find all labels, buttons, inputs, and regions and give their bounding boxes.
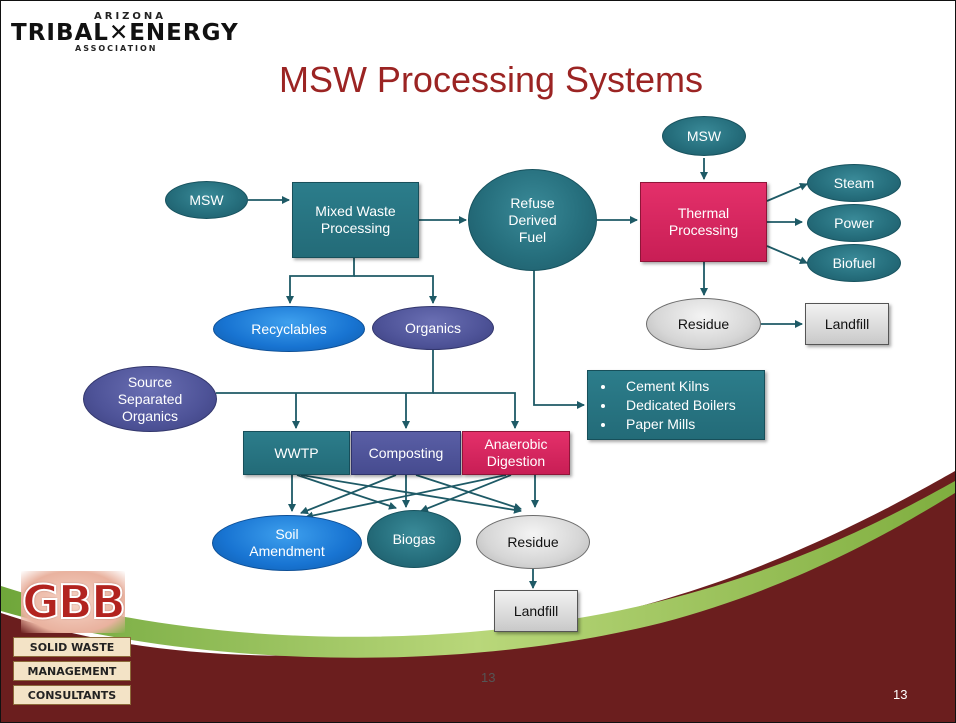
landfill-right-label: Landfill	[824, 315, 870, 332]
arrow-ad-to-soil	[305, 474, 507, 520]
composting-node: Composting	[351, 431, 461, 475]
line-organics-down	[216, 348, 434, 394]
soil-amendment-node: Soil Amendment	[212, 515, 362, 571]
arizona-tribal-energy-logo: ARIZONA TRIBAL✕ENERGY ASSOCIATION	[11, 11, 239, 53]
residue-bottom-label: Residue	[507, 533, 559, 550]
gbb-mark: GBB	[21, 571, 127, 633]
rdf-node: Refuse Derived Fuel	[468, 169, 597, 271]
rdf-uses-list: Cement Kilns Dedicated Boilers Paper Mil…	[598, 377, 736, 434]
slide-title: MSW Processing Systems	[278, 59, 704, 100]
page-number-right: 13	[893, 687, 908, 702]
msw-top-label: MSW	[686, 127, 722, 144]
rdf-use-item: Paper Mills	[616, 415, 736, 434]
landfill-bottom-node: Landfill	[494, 590, 578, 632]
arrow-mixed-to-organics	[354, 275, 437, 304]
logo-line-association: ASSOCIATION	[75, 44, 158, 53]
arrow-thermal-to-steam	[766, 183, 808, 202]
rdf-use-item: Cement Kilns	[616, 377, 736, 396]
soil-label: Soil Amendment	[249, 526, 325, 559]
landfill-bottom-label: Landfill	[513, 602, 559, 619]
rdf-label: Refuse Derived Fuel	[508, 194, 557, 245]
organics-node: Organics	[372, 306, 494, 350]
steam-node: Steam	[807, 164, 901, 202]
thermal-processing-node: Thermal Processing	[640, 182, 767, 262]
arrow-comp-to-soil	[300, 474, 397, 515]
rdf-use-item: Dedicated Boilers	[616, 396, 736, 415]
residue-right-node: Residue	[646, 298, 761, 350]
biogas-node: Biogas	[367, 510, 461, 568]
power-node: Power	[807, 204, 901, 242]
source-separated-label: Source Separated Organics	[117, 373, 183, 424]
mixed-waste-label: Mixed Waste Processing	[315, 203, 396, 236]
wwtp-node: WWTP	[243, 431, 350, 475]
organics-label: Organics	[404, 319, 462, 336]
recyclables-label: Recyclables	[251, 320, 327, 337]
logo-line-tribal-energy: TRIBAL✕ENERGY	[11, 20, 239, 46]
arrow-ad-to-biogas	[420, 474, 512, 513]
gbb-logo: GBB SOLID WASTE MANAGEMENT CONSULTANTS	[13, 569, 131, 711]
msw-top-node: MSW	[662, 116, 746, 156]
residue-right-label: Residue	[677, 315, 730, 332]
arrow-mixed-to-recyclables	[286, 258, 355, 304]
arrow-to-ad	[433, 392, 519, 429]
biofuel-node: Biofuel	[807, 244, 901, 282]
arrow-wwtp-to-residue	[300, 474, 522, 514]
biogas-label: Biogas	[392, 530, 436, 547]
logo-line-arizona: ARIZONA	[94, 11, 167, 22]
anaerobic-label: Anaerobic Digestion	[484, 436, 548, 469]
composting-label: Composting	[368, 444, 444, 461]
source-separated-organics-node: Source Separated Organics	[83, 366, 217, 432]
thermal-label: Thermal Processing	[668, 205, 739, 238]
steam-label: Steam	[833, 174, 875, 191]
landfill-right-node: Landfill	[805, 303, 889, 345]
gbb-line-management: MANAGEMENT	[13, 661, 131, 681]
arrow-wwtp-to-biogas	[296, 474, 397, 510]
wwtp-label: WWTP	[274, 444, 319, 461]
arrow-rdf-to-uses	[533, 269, 585, 409]
gbb-line-consultants: CONSULTANTS	[13, 685, 131, 705]
msw-left-node: MSW	[165, 181, 248, 219]
gbb-line-solid-waste: SOLID WASTE	[13, 637, 131, 657]
arrow-thermal-to-biofuel	[766, 245, 808, 264]
power-label: Power	[834, 214, 874, 231]
rdf-uses-box: Cement Kilns Dedicated Boilers Paper Mil…	[587, 370, 765, 440]
biofuel-label: Biofuel	[832, 254, 876, 271]
msw-left-label: MSW	[189, 191, 224, 208]
connectors	[216, 158, 808, 589]
recyclables-node: Recyclables	[213, 306, 365, 352]
mixed-waste-processing-node: Mixed Waste Processing	[292, 182, 419, 258]
page-number-center: 13	[481, 670, 496, 685]
residue-bottom-node: Residue	[476, 515, 590, 569]
background-maroon-swoosh	[1, 471, 955, 722]
anaerobic-digestion-node: Anaerobic Digestion	[462, 431, 570, 475]
